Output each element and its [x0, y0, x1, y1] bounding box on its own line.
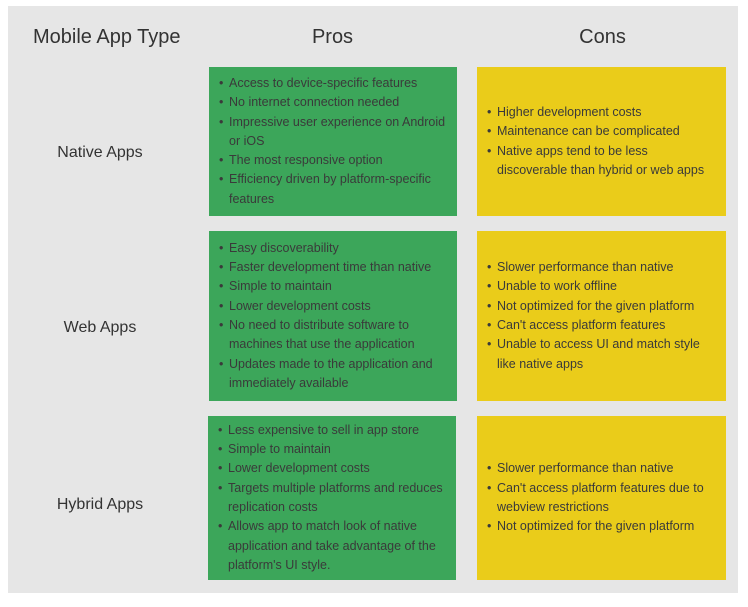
list-item: Lower development costs [218, 459, 448, 479]
list-item: Simple to maintain [218, 440, 448, 460]
pros-box-hybrid: Less expensive to sell in app store Simp… [208, 416, 456, 580]
row-label-hybrid-apps: Hybrid Apps [56, 496, 144, 513]
list-item: Allows app to match look of native appli… [218, 517, 448, 575]
cons-box-hybrid: Slower performance than native Can't acc… [477, 416, 726, 580]
list-item: No internet connection needed [219, 93, 449, 113]
list-item: Can't access platform features [487, 316, 718, 336]
list-item: The most responsive option [219, 151, 449, 171]
list-item: Updates made to the application and imme… [219, 355, 449, 394]
list-item: Can't access platform features due to we… [487, 479, 718, 518]
list-item: No need to distribute software to machin… [219, 316, 449, 355]
list-item: Targets multiple platforms and reduces r… [218, 479, 448, 518]
row-label-web-apps: Web Apps [63, 319, 137, 336]
pros-box-native: Access to device-specific features No in… [209, 67, 457, 216]
list-item: Simple to maintain [219, 277, 449, 297]
list-item: Access to device-specific features [219, 74, 449, 94]
header-pros: Pros [311, 26, 354, 48]
pros-box-web: Easy discoverability Faster development … [209, 231, 457, 401]
list-item: Not optimized for the given platform [487, 297, 718, 317]
list-item: Unable to access UI and match style like… [487, 335, 718, 374]
list-item: Maintenance can be complicated [487, 122, 718, 142]
header-app-type: Mobile App Type [33, 26, 181, 48]
list-item: Native apps tend to be less discoverable… [487, 142, 718, 181]
row-label-native-apps: Native Apps [57, 144, 143, 161]
list-item: Faster development time than native [219, 258, 449, 278]
cons-list-hybrid: Slower performance than native Can't acc… [487, 459, 718, 536]
pros-list-web: Easy discoverability Faster development … [219, 239, 449, 393]
list-item: Lower development costs [219, 297, 449, 317]
cons-box-web: Slower performance than native Unable to… [477, 231, 726, 401]
cons-list-native: Higher development costs Maintenance can… [487, 103, 718, 180]
header-cons: Cons [579, 26, 626, 48]
list-item: Slower performance than native [487, 258, 718, 278]
list-item: Impressive user experience on Android or… [219, 113, 449, 152]
list-item: Slower performance than native [487, 459, 718, 479]
pros-list-hybrid: Less expensive to sell in app store Simp… [218, 421, 448, 575]
pros-list-native: Access to device-specific features No in… [219, 74, 449, 209]
list-item: Less expensive to sell in app store [218, 421, 448, 441]
list-item: Easy discoverability [219, 239, 449, 259]
cons-list-web: Slower performance than native Unable to… [487, 258, 718, 374]
cons-box-native: Higher development costs Maintenance can… [477, 67, 726, 216]
list-item: Efficiency driven by platform-specific f… [219, 170, 449, 209]
list-item: Unable to work offline [487, 277, 718, 297]
list-item: Not optimized for the given platform [487, 517, 718, 537]
list-item: Higher development costs [487, 103, 718, 123]
